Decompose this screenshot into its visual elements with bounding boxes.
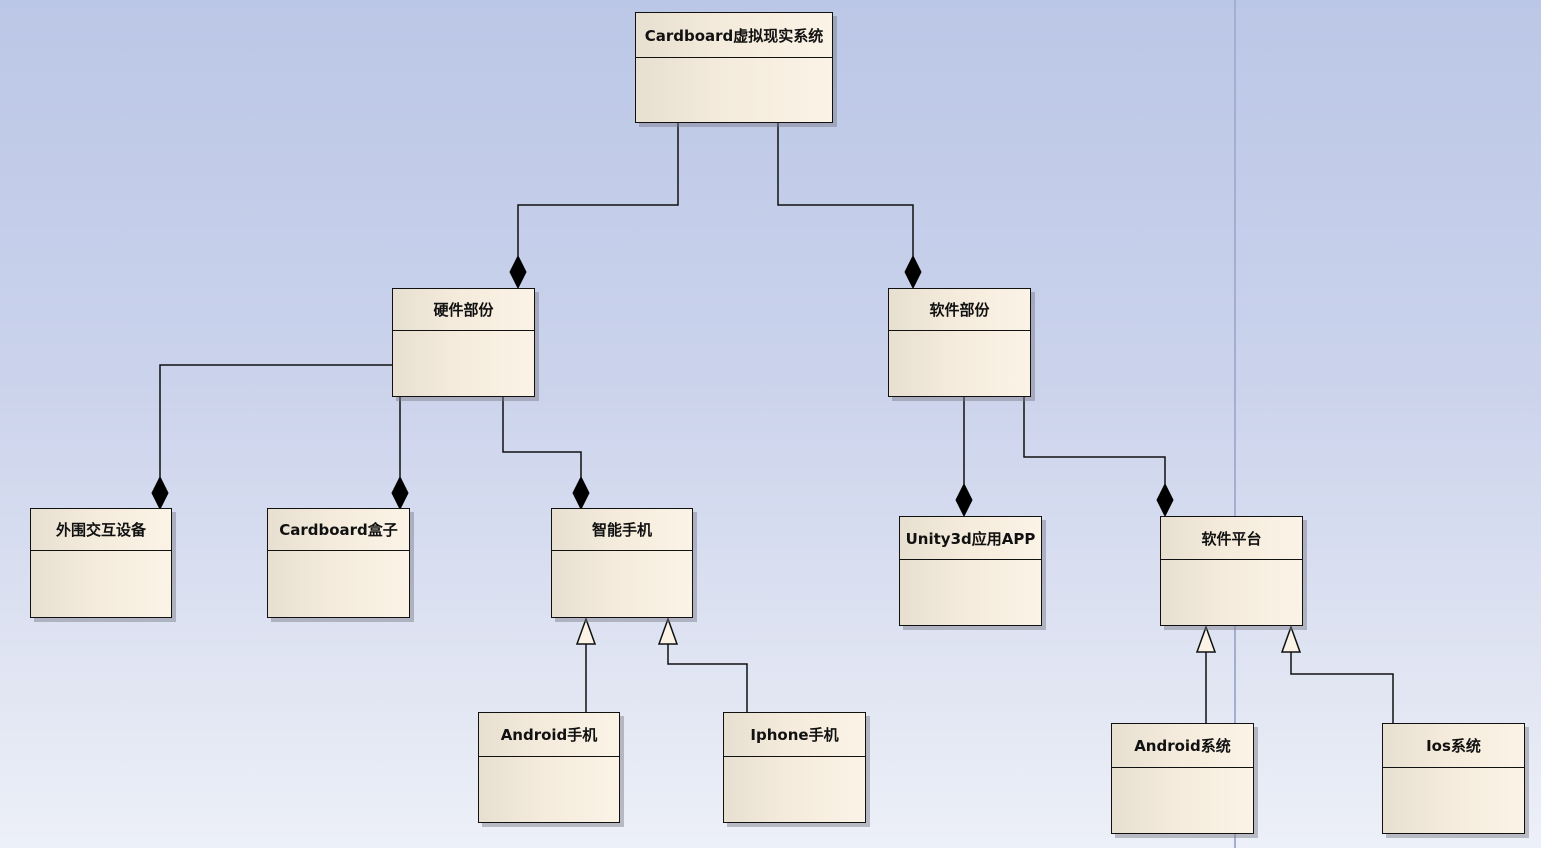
generalization-edge-iphone[interactable] xyxy=(667,644,748,713)
composition-edge-hardware-peripheral[interactable] xyxy=(159,364,393,477)
class-unity3d-app[interactable]: Unity3d应用APP xyxy=(899,516,1042,626)
class-name: Unity3d应用APP xyxy=(900,517,1041,560)
class-android-os[interactable]: Android系统 xyxy=(1111,723,1254,834)
class-hardware-part[interactable]: 硬件部份 xyxy=(392,288,535,397)
class-name: Cardboard盒子 xyxy=(268,509,409,551)
generalization-arrow-icon xyxy=(657,616,679,645)
generalization-edge-ios-os[interactable] xyxy=(1290,652,1394,724)
class-android-phone[interactable]: Android手机 xyxy=(478,712,620,823)
class-cardboard-box[interactable]: Cardboard盒子 xyxy=(267,508,410,618)
class-name: 外围交互设备 xyxy=(31,509,171,551)
class-iphone[interactable]: Iphone手机 xyxy=(723,712,866,823)
class-peripheral-device[interactable]: 外围交互设备 xyxy=(30,508,172,618)
composition-diamond-icon xyxy=(509,254,527,290)
generalization-arrow-icon xyxy=(1280,624,1302,653)
class-name: Cardboard虚拟现实系统 xyxy=(636,13,832,58)
composition-diamond-icon xyxy=(572,475,590,511)
class-name: Iphone手机 xyxy=(724,713,865,757)
class-name: Android手机 xyxy=(479,713,619,757)
class-ios-os[interactable]: Ios系统 xyxy=(1382,723,1525,834)
composition-diamond-icon xyxy=(904,254,922,290)
composition-diamond-icon xyxy=(391,475,409,511)
composition-edge-root-software[interactable] xyxy=(777,123,914,256)
class-name: 软件部份 xyxy=(889,289,1030,331)
class-name: 智能手机 xyxy=(552,509,692,551)
composition-diamond-icon xyxy=(1156,482,1174,518)
class-cardboard-vr-system[interactable]: Cardboard虚拟现实系统 xyxy=(635,12,833,123)
class-smartphone[interactable]: 智能手机 xyxy=(551,508,693,618)
composition-edge-software-platform[interactable] xyxy=(1023,397,1166,484)
class-name: 硬件部份 xyxy=(393,289,534,331)
generalization-arrow-icon xyxy=(575,616,597,645)
class-name: 软件平台 xyxy=(1161,517,1302,560)
composition-edge-root-hardware[interactable] xyxy=(517,123,679,256)
class-software-platform[interactable]: 软件平台 xyxy=(1160,516,1303,626)
composition-diamond-icon xyxy=(151,475,169,511)
generalization-arrow-icon xyxy=(1195,624,1217,653)
class-software-part[interactable]: 软件部份 xyxy=(888,288,1031,397)
composition-diamond-icon xyxy=(955,482,973,518)
page-boundary-guide xyxy=(1234,0,1236,848)
class-name: Android系统 xyxy=(1112,724,1253,768)
composition-edge-hardware-smartphone[interactable] xyxy=(502,397,582,477)
class-name: Ios系统 xyxy=(1383,724,1524,768)
